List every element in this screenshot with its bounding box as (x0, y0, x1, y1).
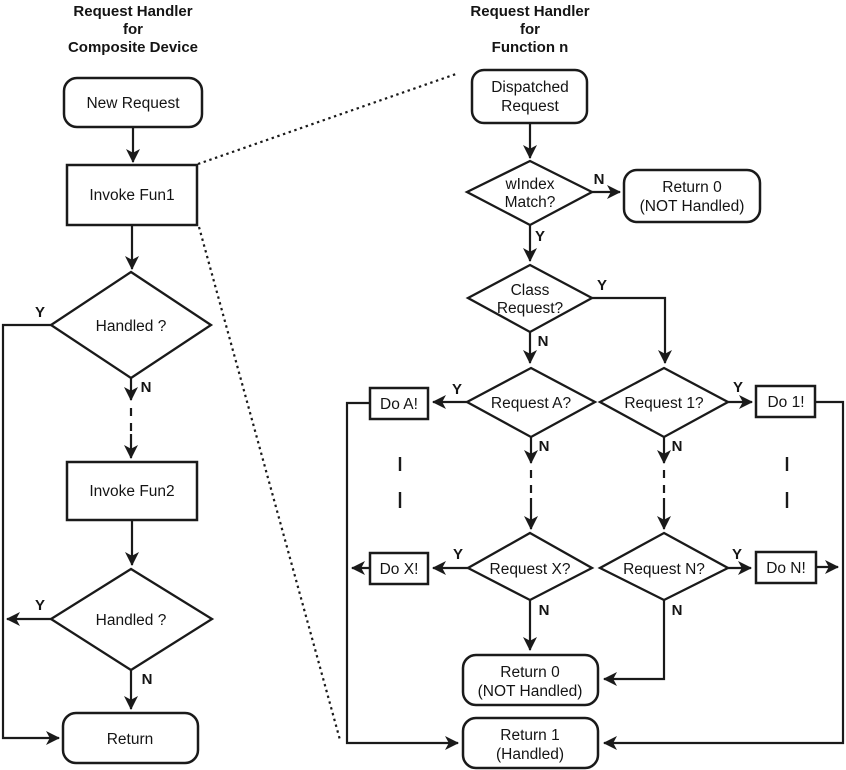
node-return0-top-line1: Return 0 (662, 179, 722, 196)
node-request-1: Request 1? (597, 366, 731, 439)
left-chart-title: Request Handler for Composite Device (68, 3, 198, 56)
node-do-1-label: Do 1! (767, 394, 804, 411)
left-title-line2: for (123, 21, 143, 38)
label-yes: Y (35, 597, 45, 614)
node-request-n-label: Request N? (623, 561, 705, 578)
node-dispatched-line2: Request (501, 98, 559, 115)
node-return0-top: Return 0 (NOT Handled) (622, 168, 762, 224)
left-title-line3: Composite Device (68, 39, 198, 56)
node-windex-line1: wIndex (504, 176, 554, 193)
node-request-x: Request X? (465, 531, 595, 602)
node-new-request-label: New Request (86, 95, 180, 112)
node-do-n-label: Do N! (766, 560, 806, 577)
label-no: N (594, 171, 605, 188)
label-no: N (539, 438, 550, 455)
node-handled1: Handled ? (48, 270, 214, 380)
right-chart-title: Request Handler for Function n (470, 3, 589, 56)
label-yes: Y (733, 379, 743, 396)
node-do-n: Do N! (754, 550, 818, 585)
edge-requestn-no-return0 (603, 600, 666, 686)
node-return0-bottom-line1: Return 0 (500, 664, 560, 681)
node-return0-top-line2: (NOT Handled) (640, 198, 745, 215)
node-handled2-label: Handled ? (96, 612, 167, 629)
node-return: Return (61, 711, 200, 765)
node-return1-line2: (Handled) (496, 746, 564, 763)
node-request-n: Request N? (597, 531, 731, 602)
label-no: N (142, 671, 153, 688)
node-do-a-label: Do A! (380, 396, 418, 413)
left-chart: Request Handler for Composite Device New… (1, 3, 215, 765)
label-no: N (672, 602, 683, 619)
node-do-1: Do 1! (754, 384, 817, 419)
node-invoke-fun2-label: Invoke Fun2 (89, 483, 174, 500)
node-windex-match: wIndex Match? (464, 159, 595, 227)
right-chart: Request Handler for Function n Dispatche… (345, 3, 845, 770)
node-request-a-label: Request A? (491, 395, 572, 412)
label-yes: Y (453, 546, 463, 563)
node-do-x-label: Do X! (380, 561, 419, 578)
node-do-x: Do X! (368, 551, 430, 586)
right-title-line1: Request Handler (470, 3, 589, 20)
label-no: N (539, 602, 550, 619)
node-dispatched-line1: Dispatched (491, 79, 569, 96)
zoom-callout-line-bottom (197, 226, 342, 741)
edge-class-yes-request1 (592, 296, 672, 364)
node-handled1-label: Handled ? (96, 318, 167, 335)
label-yes: Y (35, 304, 45, 321)
label-no: N (538, 333, 549, 350)
edge-do1-rail-return1 (603, 400, 845, 750)
node-class-request: Class Request? (465, 263, 595, 334)
label-no: N (141, 379, 152, 396)
node-class-line1: Class (511, 282, 550, 299)
right-title-line2: for (520, 21, 540, 38)
edge-doa-rail-return1 (345, 401, 459, 750)
label-yes: Y (732, 546, 742, 563)
node-request-x-label: Request X? (490, 561, 571, 578)
node-handled2: Handled ? (48, 567, 215, 672)
right-title-line3: Function n (492, 39, 569, 56)
edge-handled1-yes-return (1, 323, 60, 745)
node-request-1-label: Request 1? (624, 395, 704, 412)
node-return1: Return 1 (Handled) (461, 716, 600, 770)
node-request-a: Request A? (464, 366, 598, 439)
node-invoke-fun1: Invoke Fun1 (65, 163, 199, 227)
label-yes: Y (597, 277, 607, 294)
node-class-line2: Request? (497, 300, 564, 317)
node-invoke-fun2: Invoke Fun2 (65, 460, 199, 522)
label-no: N (672, 438, 683, 455)
node-return-label: Return (107, 731, 154, 748)
left-title-line1: Request Handler (73, 3, 192, 20)
node-return1-line1: Return 1 (500, 727, 559, 744)
zoom-callout-line-top (197, 72, 457, 166)
label-yes: Y (535, 228, 545, 245)
label-yes: Y (452, 381, 462, 398)
node-return0-bottom-line2: (NOT Handled) (478, 683, 583, 700)
node-do-a: Do A! (368, 386, 430, 421)
node-new-request: New Request (62, 76, 204, 129)
node-return0-bottom: Return 0 (NOT Handled) (461, 653, 600, 707)
node-invoke-fun1-label: Invoke Fun1 (89, 187, 174, 204)
node-dispatched-request: Dispatched Request (470, 68, 589, 125)
node-windex-line2: Match? (505, 194, 556, 211)
